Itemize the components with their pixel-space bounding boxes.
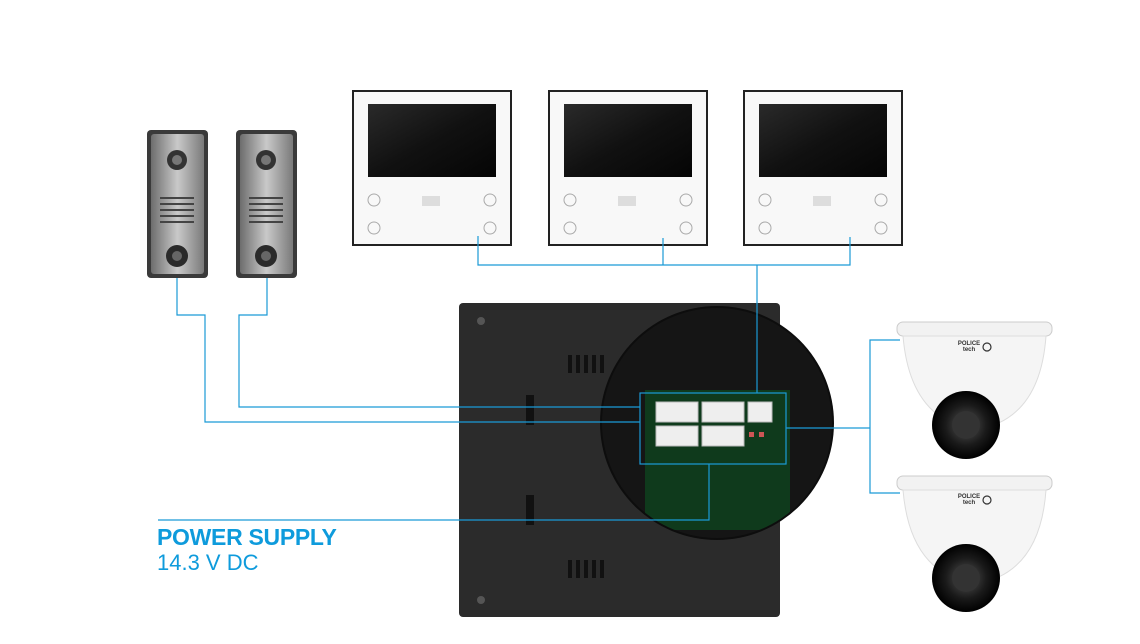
dome-camera-2 [896, 475, 1053, 612]
camera-bus-wire [869, 339, 900, 494]
power-supply-label: POWER SUPPLY [157, 524, 337, 550]
door-station-2 [236, 130, 297, 278]
door-station-1 [147, 130, 208, 278]
monitor-bus-wire [477, 236, 851, 266]
power-supply-wire [158, 464, 710, 521]
monitor-2 [548, 90, 708, 246]
door-station-2-wire [238, 278, 640, 408]
dome-camera-1 [896, 321, 1053, 459]
camera-2-brand-logo: POLICE tech [957, 494, 981, 506]
monitor-3 [743, 90, 903, 246]
monitor-1 [352, 90, 512, 246]
camera-1-brand-logo: POLICE tech [957, 341, 981, 353]
connector-magnifier [600, 306, 834, 540]
wiring [158, 236, 900, 521]
power-supply-voltage: 14.3 V DC [157, 550, 259, 575]
door-station-1-wire [176, 278, 640, 423]
